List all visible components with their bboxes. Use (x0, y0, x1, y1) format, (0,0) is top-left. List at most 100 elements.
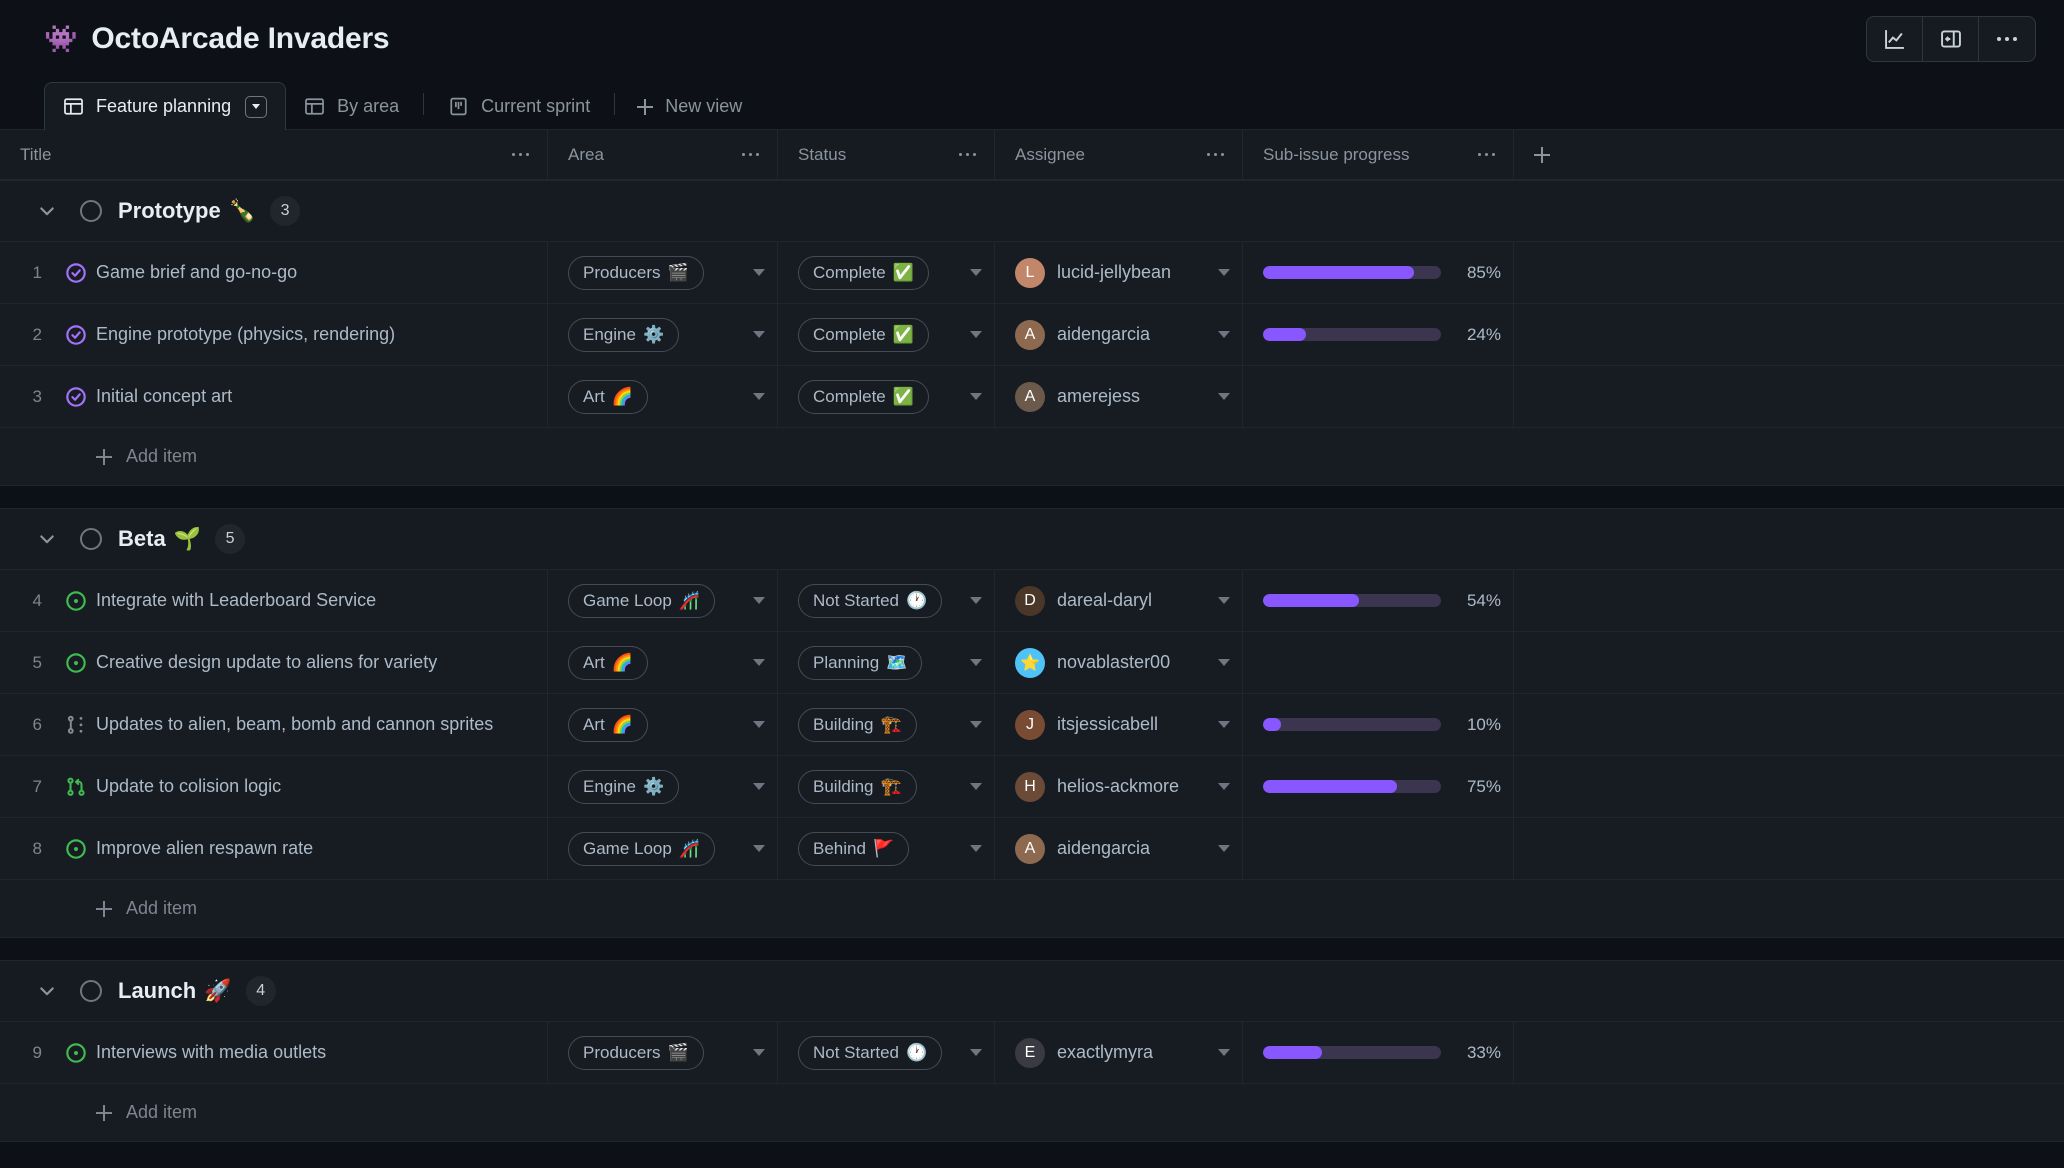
cell-sub-issue-progress[interactable]: 75% (1243, 756, 1514, 817)
table-row[interactable]: 1 Game brief and go-no-go Producers 🎬 Co… (0, 242, 2064, 304)
cell-title[interactable]: 5 Creative design update to aliens for v… (0, 632, 548, 693)
column-header-status[interactable]: Status (778, 130, 995, 179)
tab-by-area[interactable]: By area (286, 83, 417, 130)
cell-sub-issue-progress[interactable] (1243, 818, 1514, 879)
add-column-button[interactable] (1514, 130, 1570, 179)
cell-assignee[interactable]: ⭐ novablaster00 (995, 632, 1243, 693)
area-dropdown-icon[interactable] (753, 1049, 765, 1056)
cell-assignee[interactable]: L lucid-jellybean (995, 242, 1243, 303)
area-dropdown-icon[interactable] (753, 721, 765, 728)
assignee-dropdown-icon[interactable] (1218, 783, 1230, 790)
cell-title[interactable]: 9 Interviews with media outlets (0, 1022, 548, 1083)
cell-area[interactable]: Game Loop 🎢 (548, 818, 778, 879)
column-menu-icon[interactable] (1206, 152, 1224, 157)
column-header-assignee[interactable]: Assignee (995, 130, 1243, 179)
status-dropdown-icon[interactable] (970, 1049, 982, 1056)
assignee-dropdown-icon[interactable] (1218, 393, 1230, 400)
area-dropdown-icon[interactable] (753, 659, 765, 666)
cell-assignee[interactable]: A amerejess (995, 366, 1243, 427)
status-dropdown-icon[interactable] (970, 597, 982, 604)
column-menu-icon[interactable] (511, 152, 529, 157)
status-dropdown-icon[interactable] (970, 783, 982, 790)
cell-assignee[interactable]: A aidengarcia (995, 304, 1243, 365)
status-dropdown-icon[interactable] (970, 331, 982, 338)
group-header-prototype[interactable]: Prototype 🍾 3 (0, 180, 2064, 242)
area-dropdown-icon[interactable] (753, 393, 765, 400)
status-pill[interactable]: Building 🏗️ (798, 769, 917, 804)
area-pill[interactable]: Art 🌈 (568, 645, 648, 680)
cell-title[interactable]: 8 Improve alien respawn rate (0, 818, 548, 879)
status-pill[interactable]: Complete ✅ (798, 255, 929, 290)
cell-sub-issue-progress[interactable]: 10% (1243, 694, 1514, 755)
cell-area[interactable]: Art 🌈 (548, 694, 778, 755)
status-dropdown-icon[interactable] (970, 393, 982, 400)
collapse-chevron-icon[interactable] (30, 981, 64, 1001)
new-view-button[interactable]: New view (621, 83, 758, 130)
chevron-down-icon[interactable] (245, 95, 268, 118)
column-menu-icon[interactable] (741, 152, 759, 157)
status-dropdown-icon[interactable] (970, 659, 982, 666)
cell-assignee[interactable]: E exactlymyra (995, 1022, 1243, 1083)
assignee-dropdown-icon[interactable] (1218, 269, 1230, 276)
area-dropdown-icon[interactable] (753, 597, 765, 604)
cell-assignee[interactable]: A aidengarcia (995, 818, 1243, 879)
table-row[interactable]: 7 Update to colision logic Engine ⚙️ Bui… (0, 756, 2064, 818)
cell-sub-issue-progress[interactable] (1243, 632, 1514, 693)
table-row[interactable]: 8 Improve alien respawn rate Game Loop 🎢… (0, 818, 2064, 880)
table-row[interactable]: 2 Engine prototype (physics, rendering) … (0, 304, 2064, 366)
cell-status[interactable]: Complete ✅ (778, 304, 995, 365)
cell-title[interactable]: 6 Updates to alien, beam, bomb and canno… (0, 694, 548, 755)
assignee-dropdown-icon[interactable] (1218, 845, 1230, 852)
more-options-button[interactable] (1979, 17, 2035, 61)
tab-feature-planning[interactable]: Feature planning (44, 82, 287, 130)
assignee-dropdown-icon[interactable] (1218, 1049, 1230, 1056)
group-header-beta[interactable]: Beta 🌱 5 (0, 508, 2064, 570)
assignee-dropdown-icon[interactable] (1218, 331, 1230, 338)
cell-status[interactable]: Building 🏗️ (778, 694, 995, 755)
group-header-launch[interactable]: Launch 🚀 4 (0, 960, 2064, 1022)
cell-status[interactable]: Complete ✅ (778, 366, 995, 427)
cell-status[interactable]: Not Started 🕐 (778, 570, 995, 631)
cell-title[interactable]: 2 Engine prototype (physics, rendering) (0, 304, 548, 365)
table-row[interactable]: 4 Integrate with Leaderboard Service Gam… (0, 570, 2064, 632)
cell-status[interactable]: Planning 🗺️ (778, 632, 995, 693)
status-dropdown-icon[interactable] (970, 721, 982, 728)
cell-area[interactable]: Engine ⚙️ (548, 756, 778, 817)
assignee-dropdown-icon[interactable] (1218, 721, 1230, 728)
area-dropdown-icon[interactable] (753, 331, 765, 338)
tab-current-sprint[interactable]: Current sprint (430, 83, 608, 130)
area-pill[interactable]: Art 🌈 (568, 379, 648, 414)
table-row[interactable]: 6 Updates to alien, beam, bomb and canno… (0, 694, 2064, 756)
cell-title[interactable]: 4 Integrate with Leaderboard Service (0, 570, 548, 631)
table-row[interactable]: 5 Creative design update to aliens for v… (0, 632, 2064, 694)
area-pill[interactable]: Producers 🎬 (568, 1035, 704, 1070)
area-pill[interactable]: Game Loop 🎢 (568, 831, 716, 866)
add-item-button[interactable]: Add item (0, 880, 2064, 938)
cell-area[interactable]: Art 🌈 (548, 366, 778, 427)
cell-area[interactable]: Engine ⚙️ (548, 304, 778, 365)
status-pill[interactable]: Building 🏗️ (798, 707, 917, 742)
add-item-button[interactable]: Add item (0, 1084, 2064, 1142)
status-dropdown-icon[interactable] (970, 845, 982, 852)
insights-button[interactable] (1867, 17, 1923, 61)
cell-status[interactable]: Behind 🚩 (778, 818, 995, 879)
area-pill[interactable]: Art 🌈 (568, 707, 648, 742)
cell-sub-issue-progress[interactable]: 24% (1243, 304, 1514, 365)
status-dropdown-icon[interactable] (970, 269, 982, 276)
cell-sub-issue-progress[interactable]: 85% (1243, 242, 1514, 303)
area-dropdown-icon[interactable] (753, 845, 765, 852)
cell-sub-issue-progress[interactable]: 54% (1243, 570, 1514, 631)
area-pill[interactable]: Game Loop 🎢 (568, 583, 716, 618)
add-item-button[interactable]: Add item (0, 428, 2064, 486)
column-header-title[interactable]: Title (0, 130, 548, 179)
cell-sub-issue-progress[interactable]: 33% (1243, 1022, 1514, 1083)
column-header-sub-issue-progress[interactable]: Sub-issue progress (1243, 130, 1514, 179)
status-pill[interactable]: Not Started 🕐 (798, 583, 943, 618)
area-pill[interactable]: Engine ⚙️ (568, 769, 680, 804)
status-pill[interactable]: Planning 🗺️ (798, 645, 923, 680)
collapse-chevron-icon[interactable] (30, 201, 64, 221)
cell-status[interactable]: Complete ✅ (778, 242, 995, 303)
area-dropdown-icon[interactable] (753, 269, 765, 276)
column-menu-icon[interactable] (958, 152, 976, 157)
status-pill[interactable]: Complete ✅ (798, 379, 929, 414)
